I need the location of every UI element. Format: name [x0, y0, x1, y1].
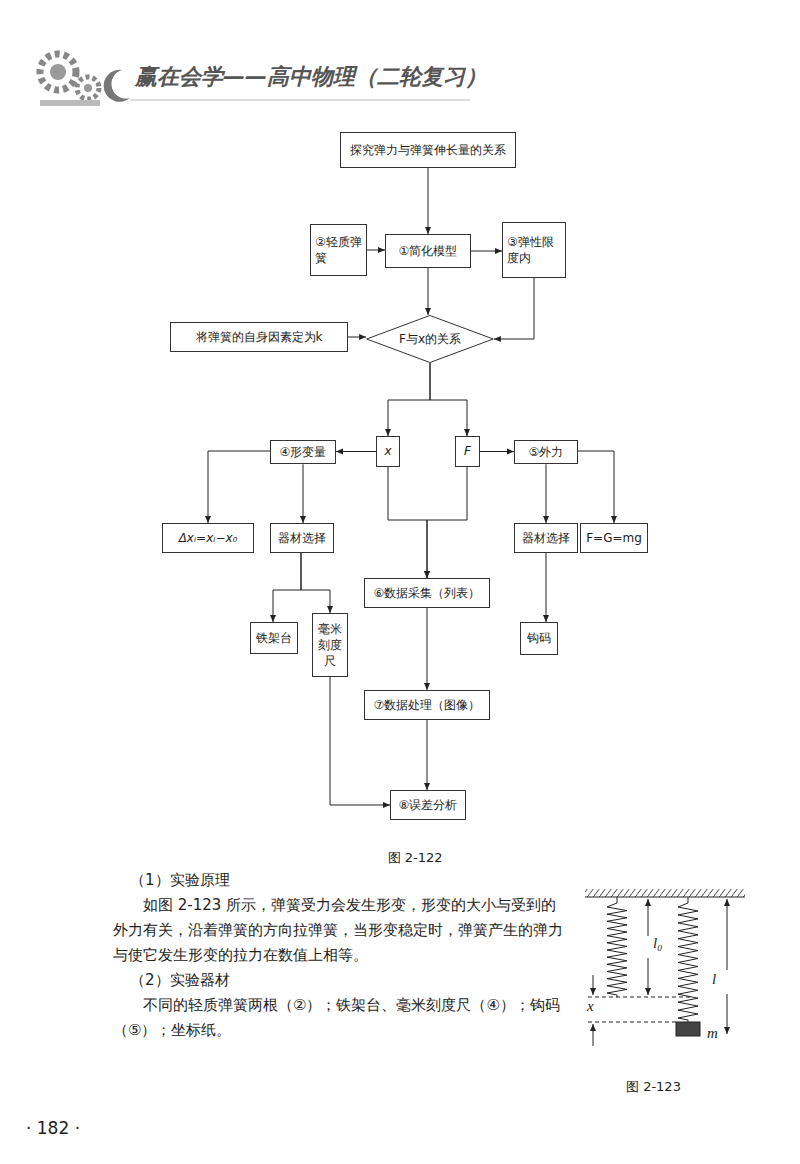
- process-box: ⑧误差分析: [390, 790, 466, 820]
- decision-diamond: F与x的关系: [366, 315, 494, 363]
- spring-coil: [678, 897, 698, 1022]
- process-box: 毫米刻度尺: [312, 613, 348, 677]
- dimension-arrow: [648, 958, 649, 995]
- flow-arrow: [427, 608, 428, 690]
- flow-arrow: [578, 451, 614, 523]
- dimension-label: l: [712, 970, 724, 988]
- node-text: 器材选择: [278, 530, 326, 546]
- dimension-label: x: [587, 997, 601, 1015]
- spring-coil: [607, 897, 627, 997]
- dimension-label: l₀: [653, 934, 677, 952]
- node-text: F与x的关系: [399, 331, 461, 347]
- figure-caption: 图 2-122: [370, 845, 460, 870]
- flow-arrow: [546, 464, 547, 523]
- node-text: 毫米刻度尺: [317, 621, 343, 670]
- node-text: 器材选择: [522, 530, 570, 546]
- flow-arrow: [428, 268, 429, 315]
- flow-arrow: [388, 363, 430, 436]
- flow-arrow: [367, 250, 385, 251]
- flow-arrow: [348, 337, 366, 338]
- body-text: · 182 ·: [26, 1116, 106, 1141]
- process-box: ⑦数据处理（图像）: [364, 690, 490, 720]
- node-text: ⑤外力: [529, 444, 564, 460]
- node-text: 铁架台: [256, 630, 292, 646]
- ceiling-hatch: [585, 889, 745, 897]
- dashed-guide: [588, 1022, 676, 1023]
- node-text: 钩码: [527, 630, 551, 646]
- flow-arrow: [208, 451, 270, 523]
- body-text: 如图 2-123 所示，弹簧受力会发生形变，形变的大小与受到的外力有关，沿着弹簧…: [113, 893, 563, 968]
- process-box: 器材选择: [514, 523, 578, 553]
- flow-arrow: [427, 720, 428, 790]
- flow-arrow: [427, 467, 467, 578]
- dimension-label: m: [707, 1024, 727, 1042]
- node-text: ②轻质弹簧: [315, 234, 362, 266]
- process-box: F=G=mg: [580, 523, 648, 553]
- dashed-guide: [588, 997, 690, 998]
- running-header: 赢在会学——高中物理（二轮复习）: [135, 64, 495, 89]
- flow-arrow: [430, 363, 467, 436]
- process-box: ②轻质弹簧: [310, 224, 367, 276]
- spring-figure: [585, 889, 745, 1046]
- node-text: x: [384, 443, 391, 459]
- body-text: 不同的轻质弹簧两根（②）；铁架台、毫米刻度尺（④）；钩码（⑤）；坐标纸。: [113, 993, 563, 1043]
- body-text: 图 2-123: [626, 1074, 716, 1099]
- process-box: ③弹性限度内: [502, 222, 566, 278]
- dimension-arrow: [593, 1024, 594, 1046]
- dimension-arrow: [648, 899, 649, 936]
- process-box: ①简化模型: [385, 234, 471, 268]
- process-box: 探究弹力与弹簧伸长量的关系: [340, 132, 516, 168]
- node-text: ④形变量: [280, 444, 327, 460]
- node-text: 将弹簧的自身因素定为k: [196, 329, 323, 345]
- body-text: （2）实验器材: [130, 968, 430, 993]
- node-text: Δxᵢ=xᵢ−x₀: [179, 530, 238, 546]
- node-text: F: [464, 443, 471, 459]
- process-box: 器材选择: [270, 523, 334, 553]
- flow-arrow: [336, 451, 376, 452]
- dimension-arrow: [727, 994, 728, 1034]
- header-rule: [130, 100, 470, 101]
- flow-arrow: [480, 451, 514, 452]
- body-text: （1）实验原理: [130, 868, 430, 893]
- process-box: ⑥数据采集（列表）: [364, 578, 490, 608]
- node-text: F=G=mg: [586, 530, 642, 546]
- node-text: ⑥数据采集（列表）: [374, 585, 481, 601]
- flow-arrow: [471, 251, 502, 252]
- flow-arrow: [494, 278, 534, 339]
- node-text: ③弹性限度内: [507, 234, 561, 266]
- node-text: 探究弹力与弹簧伸长量的关系: [350, 142, 506, 158]
- flow-arrow: [301, 553, 330, 613]
- mass-block: [676, 1022, 700, 1036]
- process-box: F: [455, 436, 480, 467]
- process-box: 铁架台: [250, 622, 298, 654]
- process-box: 将弹簧的自身因素定为k: [170, 322, 348, 352]
- flow-arrow: [428, 168, 429, 234]
- dimension-arrow: [593, 975, 594, 995]
- process-box: Δxᵢ=xᵢ−x₀: [162, 523, 254, 553]
- process-box: ⑤外力: [514, 440, 578, 464]
- flow-arrow: [303, 464, 304, 523]
- node-text: ①简化模型: [399, 243, 458, 259]
- process-box: x: [376, 436, 400, 467]
- flow-arrow: [388, 467, 427, 578]
- node-text: ⑧误差分析: [399, 797, 458, 813]
- flow-arrow: [546, 553, 547, 622]
- ceiling-line: [585, 896, 745, 897]
- process-box: 钩码: [520, 622, 558, 655]
- process-box: ④形变量: [270, 440, 336, 464]
- flow-arrow: [273, 553, 301, 622]
- node-text: ⑦数据处理（图像）: [374, 697, 481, 713]
- header-logo: [40, 54, 130, 106]
- dimension-arrow: [727, 899, 728, 970]
